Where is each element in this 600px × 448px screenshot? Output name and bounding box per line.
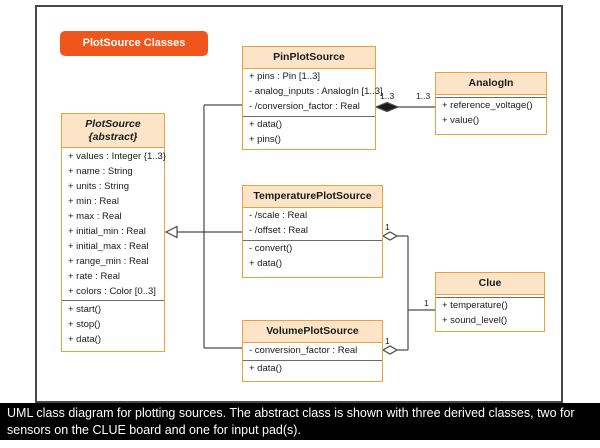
uml-attribute: - /conversion_factor : Real [249, 101, 360, 112]
uml-attribute: + max : Real [68, 210, 122, 222]
uml-attribute: + range_min : Real [68, 255, 149, 267]
attributes-compartment-empty [436, 95, 546, 98]
figure-caption: UML class diagram for plotting sources. … [0, 403, 600, 440]
uml-operation: + data() [68, 333, 102, 345]
class-box-pinplotsource: PinPlotSource + pins : Pin [1..3] - anal… [242, 46, 383, 150]
attributes-compartment-empty [436, 295, 544, 298]
uml-attribute: + initial_min : Real [68, 225, 146, 237]
attributes-compartment: + pins : Pin [1..3] - analog_inputs : An… [243, 69, 383, 117]
class-name: VolumePlotSource [243, 321, 382, 343]
uml-attribute: + name : String [68, 165, 133, 177]
uml-attribute: + colors : Color [0..3] [68, 285, 156, 297]
class-box-analogin: AnalogIn + reference_voltage() + value() [435, 72, 547, 135]
operations-compartment: + reference_voltage() + value() [436, 98, 546, 135]
operations-compartment: + start() + stop() + data() [62, 301, 164, 351]
uml-attribute: - /offset : Real [249, 225, 308, 236]
uml-attribute: + values : Integer {1..3} [68, 150, 166, 162]
uml-attribute: + rate : Real [68, 270, 121, 282]
class-stereotype: {abstract} [88, 130, 138, 143]
class-box-volumeplotsource: VolumePlotSource - conversion_factor : R… [242, 320, 383, 382]
class-name: PinPlotSource [243, 47, 375, 69]
class-name: PlotSource [85, 118, 141, 130]
class-box-clue: Clue + temperature() + sound_level() [435, 272, 545, 332]
uml-attribute: - /scale : Real [249, 210, 308, 221]
uml-operation: + reference_voltage() [442, 100, 533, 111]
diagram-title-badge: PlotSource Classes [60, 31, 208, 56]
uml-operation: + pins() [249, 134, 281, 145]
uml-attribute: - conversion_factor : Real [249, 345, 358, 356]
uml-operation: + value() [442, 115, 480, 126]
class-box-temperatureplotsource: TemperaturePlotSource - /scale : Real - … [242, 185, 383, 278]
attributes-compartment: - /scale : Real - /offset : Real [243, 208, 382, 241]
class-name: TemperaturePlotSource [243, 186, 382, 208]
uml-attribute: + pins : Pin [1..3] [249, 71, 321, 82]
uml-operation: - convert() [249, 243, 293, 254]
class-name: Clue [436, 273, 544, 295]
uml-operation: + data() [249, 258, 283, 269]
uml-attribute: - analog_inputs : AnalogIn [1..3] [249, 86, 383, 97]
uml-attribute: + initial_max : Real [68, 240, 149, 252]
uml-attribute: + min : Real [68, 195, 119, 207]
class-header: PlotSource {abstract} [62, 114, 164, 148]
operations-compartment: + data() + pins() [243, 117, 375, 150]
operations-compartment: - convert() + data() [243, 241, 382, 278]
uml-operation: + sound_level() [442, 315, 508, 326]
class-name: AnalogIn [436, 73, 546, 95]
uml-operation: + temperature() [442, 300, 508, 311]
attributes-compartment: + values : Integer {1..3} + name : Strin… [62, 148, 166, 301]
attributes-compartment: - conversion_factor : Real [243, 343, 382, 361]
uml-operation: + data() [249, 119, 283, 130]
uml-operation: + stop() [68, 318, 101, 330]
uml-attribute: + units : String [68, 180, 129, 192]
operations-compartment: + temperature() + sound_level() [436, 298, 544, 332]
class-box-plotsource: PlotSource {abstract} + values : Integer… [61, 113, 166, 352]
operations-compartment: + data() [243, 361, 382, 382]
uml-operation: + start() [68, 303, 101, 315]
uml-operation: + data() [249, 363, 283, 374]
